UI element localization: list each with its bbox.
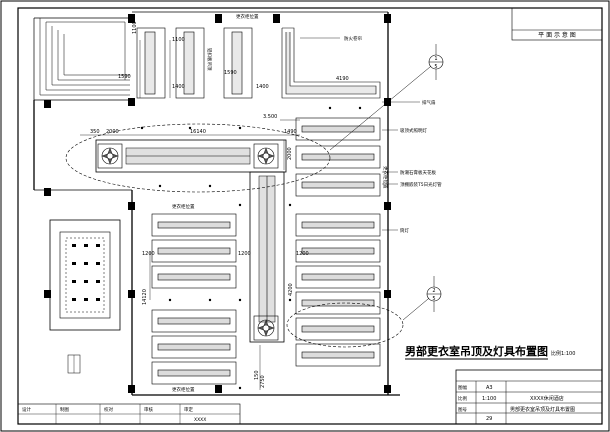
callout-2-bottom: 5 (432, 296, 435, 302)
tb-sheet-no-value: 29 (486, 416, 492, 422)
dim-1590b: 1590 (224, 70, 237, 76)
dim-2750: 2750 (260, 375, 266, 388)
label-downlight: 筒灯 (400, 227, 409, 234)
dim-1200c: 1200 (296, 251, 309, 257)
tb-sheet-title: 男部更衣室吊顶及灯具布置图 (510, 406, 575, 413)
lower-left-block (49, 219, 121, 374)
tb-project: XXXX休闲酒店 (530, 395, 564, 402)
left-strip-fixtures (151, 213, 237, 385)
key-plan-label: 平 面 示 意 图 (538, 31, 576, 39)
signature-strip: 设计 制图 校对 审核 审定 XXXX (17, 403, 241, 425)
sheet-inner-border (17, 7, 603, 425)
label-fire-shutter: 防火卷帘 (344, 35, 362, 42)
tb-scale-value: 1:100 (482, 396, 496, 402)
label-locker-bottom: 更衣柜位置 (172, 386, 195, 393)
dim-1400a: 1400 (172, 84, 185, 90)
dim-1490: 1490 (284, 129, 297, 135)
drawing-title: 男部更衣室吊顶及灯具布置图 (405, 344, 548, 358)
dim-150: 150 (254, 370, 260, 380)
callout-ellipses (65, 123, 404, 348)
tb-sheet-no-label: 图号 (458, 407, 467, 413)
sig-reviewer: 审核 (144, 406, 153, 413)
label-ceiling-light: 吸顶式照明灯 (400, 127, 427, 134)
sig-drafter: 制图 (60, 406, 69, 413)
label-grille-panel: 防潮石膏板天花板 (400, 169, 436, 176)
callout-1-top: 1 (434, 56, 437, 62)
annotation-leaders (300, 37, 420, 231)
dim-4200: 4200 (288, 283, 294, 296)
dim-14120: 14120 (142, 289, 148, 305)
sig-footer-code: XXXX (194, 417, 206, 423)
dim-16140: 16140 (190, 129, 206, 135)
drawing-title-group: 男部更衣室吊顶及灯具布置图 比例1:100 (405, 344, 575, 360)
structural-columns (44, 14, 391, 393)
dim-1200a: 1200 (142, 251, 155, 257)
dim-2000a: 2000 (106, 129, 119, 135)
title-block (455, 369, 603, 425)
label-locker-top: 更衣柜位置 (236, 13, 259, 20)
tb-size-label: 图幅 (458, 384, 467, 391)
section-callout-1: 1 5 (329, 44, 444, 151)
label-locker-right: 更衣柜位置 (382, 166, 389, 189)
dim-1400b: 1400 (256, 84, 269, 90)
callout-2-top: 2 (432, 288, 435, 294)
upper-strip-fixtures (136, 27, 381, 99)
dimension-lines (80, 40, 300, 390)
title-block-text: 图幅 A3 比例 1:100 图号 29 XXXX休闲酒店 男部更衣室吊顶及灯具… (458, 384, 575, 422)
drawing-scale-note: 比例1:100 (551, 350, 575, 357)
sig-designer: 设计 (22, 406, 31, 413)
annotations: 更衣柜位置 防火卷帘 排气扇 吸顶式照明灯 防潮石膏板天花板 顶棚嵌装T5日光灯… (172, 13, 442, 393)
callout-1-bottom: 5 (434, 64, 437, 70)
dim-1590a: 1590 (118, 74, 131, 80)
sig-checker: 校对 (104, 406, 113, 413)
label-panel-note: 铝扣板吊顶 (206, 48, 213, 71)
dim-350: 350 (90, 129, 100, 135)
label-exhaust-fan: 排气扇 (422, 99, 436, 106)
dimension-texts: 1100 1100 1400 1400 1590 1590 4190 3.500… (90, 21, 349, 388)
dim-1200b: 1200 (238, 251, 251, 257)
dim-3500: 3.500 (263, 114, 277, 120)
dim-4190: 4190 (336, 76, 349, 82)
tb-size-value: A3 (486, 385, 493, 391)
central-ceiling-beam (95, 139, 287, 343)
section-callout-2: 2 5 (402, 276, 442, 321)
sig-approver: 审定 (184, 406, 193, 413)
tb-scale-label: 比例 (458, 395, 467, 402)
dim-1100b: 1100 (132, 21, 138, 34)
key-plan: 平 面 示 意 图 (511, 7, 603, 41)
exhaust-fan-icons (97, 143, 279, 341)
label-strip-note: 顶棚嵌装T5日光灯管 (400, 181, 442, 188)
dim-1100a: 1100 (172, 37, 185, 43)
label-locker-mid: 更衣柜位置 (172, 203, 195, 210)
dim-2000b: 2000 (287, 147, 293, 160)
